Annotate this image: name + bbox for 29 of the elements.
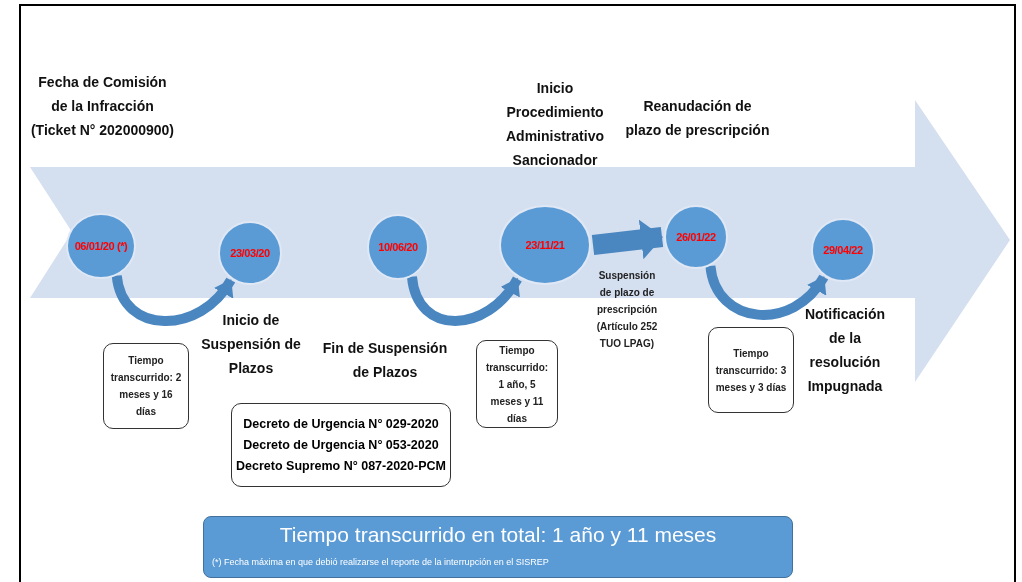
curved-arrow <box>111 274 235 326</box>
decree-text: Decreto Supremo N° 087-2020-PCM <box>236 457 446 475</box>
note-box <box>103 343 189 429</box>
date-label: 23/11/21 <box>525 239 565 251</box>
date-label: 26/01/22 <box>676 231 716 243</box>
summary-banner <box>203 516 793 578</box>
event-heading: Fin de Suspensión de Plazos <box>321 339 449 382</box>
note-box <box>476 340 558 428</box>
elapsed-time-text: Tiempo transcurrido: 2 meses y 16 días <box>110 354 182 419</box>
date-label: 29/04/22 <box>823 244 863 256</box>
elapsed-time-text: Tiempo transcurrido: 3 meses y 3 días <box>715 346 787 395</box>
decree-box <box>231 403 451 487</box>
footnote-text: (*) Fecha máxima en que debió realizarse el reporte de la interrupción en el SISREP <box>212 557 549 567</box>
event-heading: Reanudación de plazo de prescripción <box>625 97 770 140</box>
event-heading: Fecha de Comisión de la Infracción (Ticket N° 202000900) <box>30 73 175 140</box>
block-arrow <box>591 219 664 260</box>
event-heading: Notificación de la resolución Impugnada <box>803 305 887 396</box>
decree-text: Decreto de Urgencia N° 029-2020 <box>243 415 439 433</box>
date-label: 06/01/20 (*) <box>74 240 128 252</box>
elapsed-time-text: Tiempo transcurrido: 1 año, 5 meses y 11 días <box>484 343 550 426</box>
curved-arrow <box>705 264 828 320</box>
event-heading: Inicio de Suspensión de Plazos <box>200 311 302 378</box>
date-label: 23/03/20 <box>230 247 270 259</box>
note-box <box>708 327 794 413</box>
decree-text: Decreto de Urgencia N° 053-2020 <box>243 436 439 454</box>
total-time-text: Tiempo transcurrido en total: 1 año y 11 meses <box>278 523 718 547</box>
edge-label: Suspensión de plazo de prescripción (Artículo 252 TUO LPAG) <box>596 269 658 351</box>
event-heading: Inicio Procedimiento Administrativo Sancionador <box>505 79 605 170</box>
date-label: 10/06/20 <box>378 241 418 253</box>
